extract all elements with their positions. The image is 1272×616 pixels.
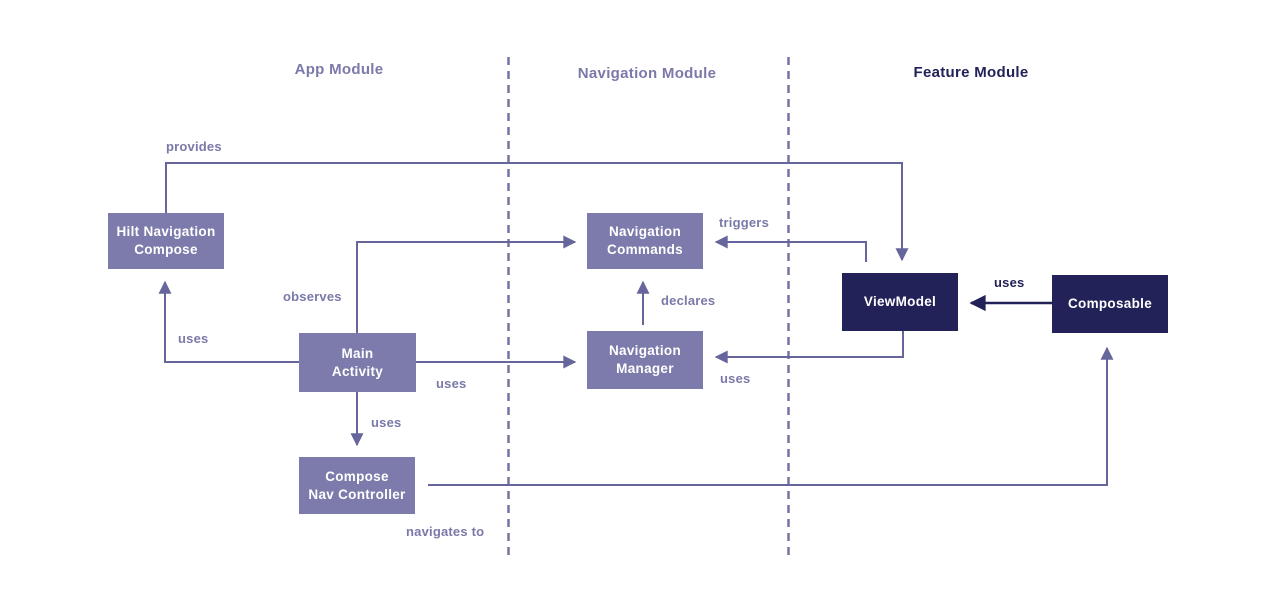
- edge-label-declares: declares: [661, 293, 716, 308]
- edge-label-uses-manager: uses: [436, 376, 467, 391]
- edge-label-provides: provides: [166, 139, 222, 154]
- edge-observes-arrow: [356, 235, 577, 333]
- edge-triggers-arrow: [714, 235, 867, 262]
- node-composable: Composable: [1052, 275, 1168, 333]
- node-viewmodel: ViewModel: [842, 273, 958, 331]
- edge-label-uses-hilt: uses: [178, 331, 209, 346]
- edge-label-composable-uses: uses: [994, 275, 1025, 290]
- node-navigation-commands: Navigation Commands: [587, 213, 703, 269]
- module-title-navigation: Navigation Module: [577, 65, 717, 82]
- edge-label-viewmodel-uses: uses: [720, 371, 751, 386]
- edge-label-navigates-to: navigates to: [406, 524, 485, 539]
- module-title-app: App Module: [294, 61, 384, 78]
- node-hilt-navigation-compose: Hilt Navigation Compose: [108, 213, 224, 269]
- edge-navigates-to-arrow: [428, 346, 1114, 486]
- node-navigation-manager: Navigation Manager: [587, 331, 703, 389]
- edge-uses-hilt-arrow: [158, 280, 299, 363]
- module-title-feature: Feature Module: [913, 64, 1029, 81]
- edge-viewmodel-uses-arrow: [714, 331, 904, 364]
- edge-provides-arrow: [165, 162, 909, 262]
- node-main-activity: Main Activity: [299, 333, 416, 392]
- node-compose-nav-controller: Compose Nav Controller: [299, 457, 415, 514]
- edge-label-observes: observes: [283, 289, 342, 304]
- edge-label-triggers: triggers: [719, 215, 770, 230]
- edge-label-uses-controller: uses: [371, 415, 402, 430]
